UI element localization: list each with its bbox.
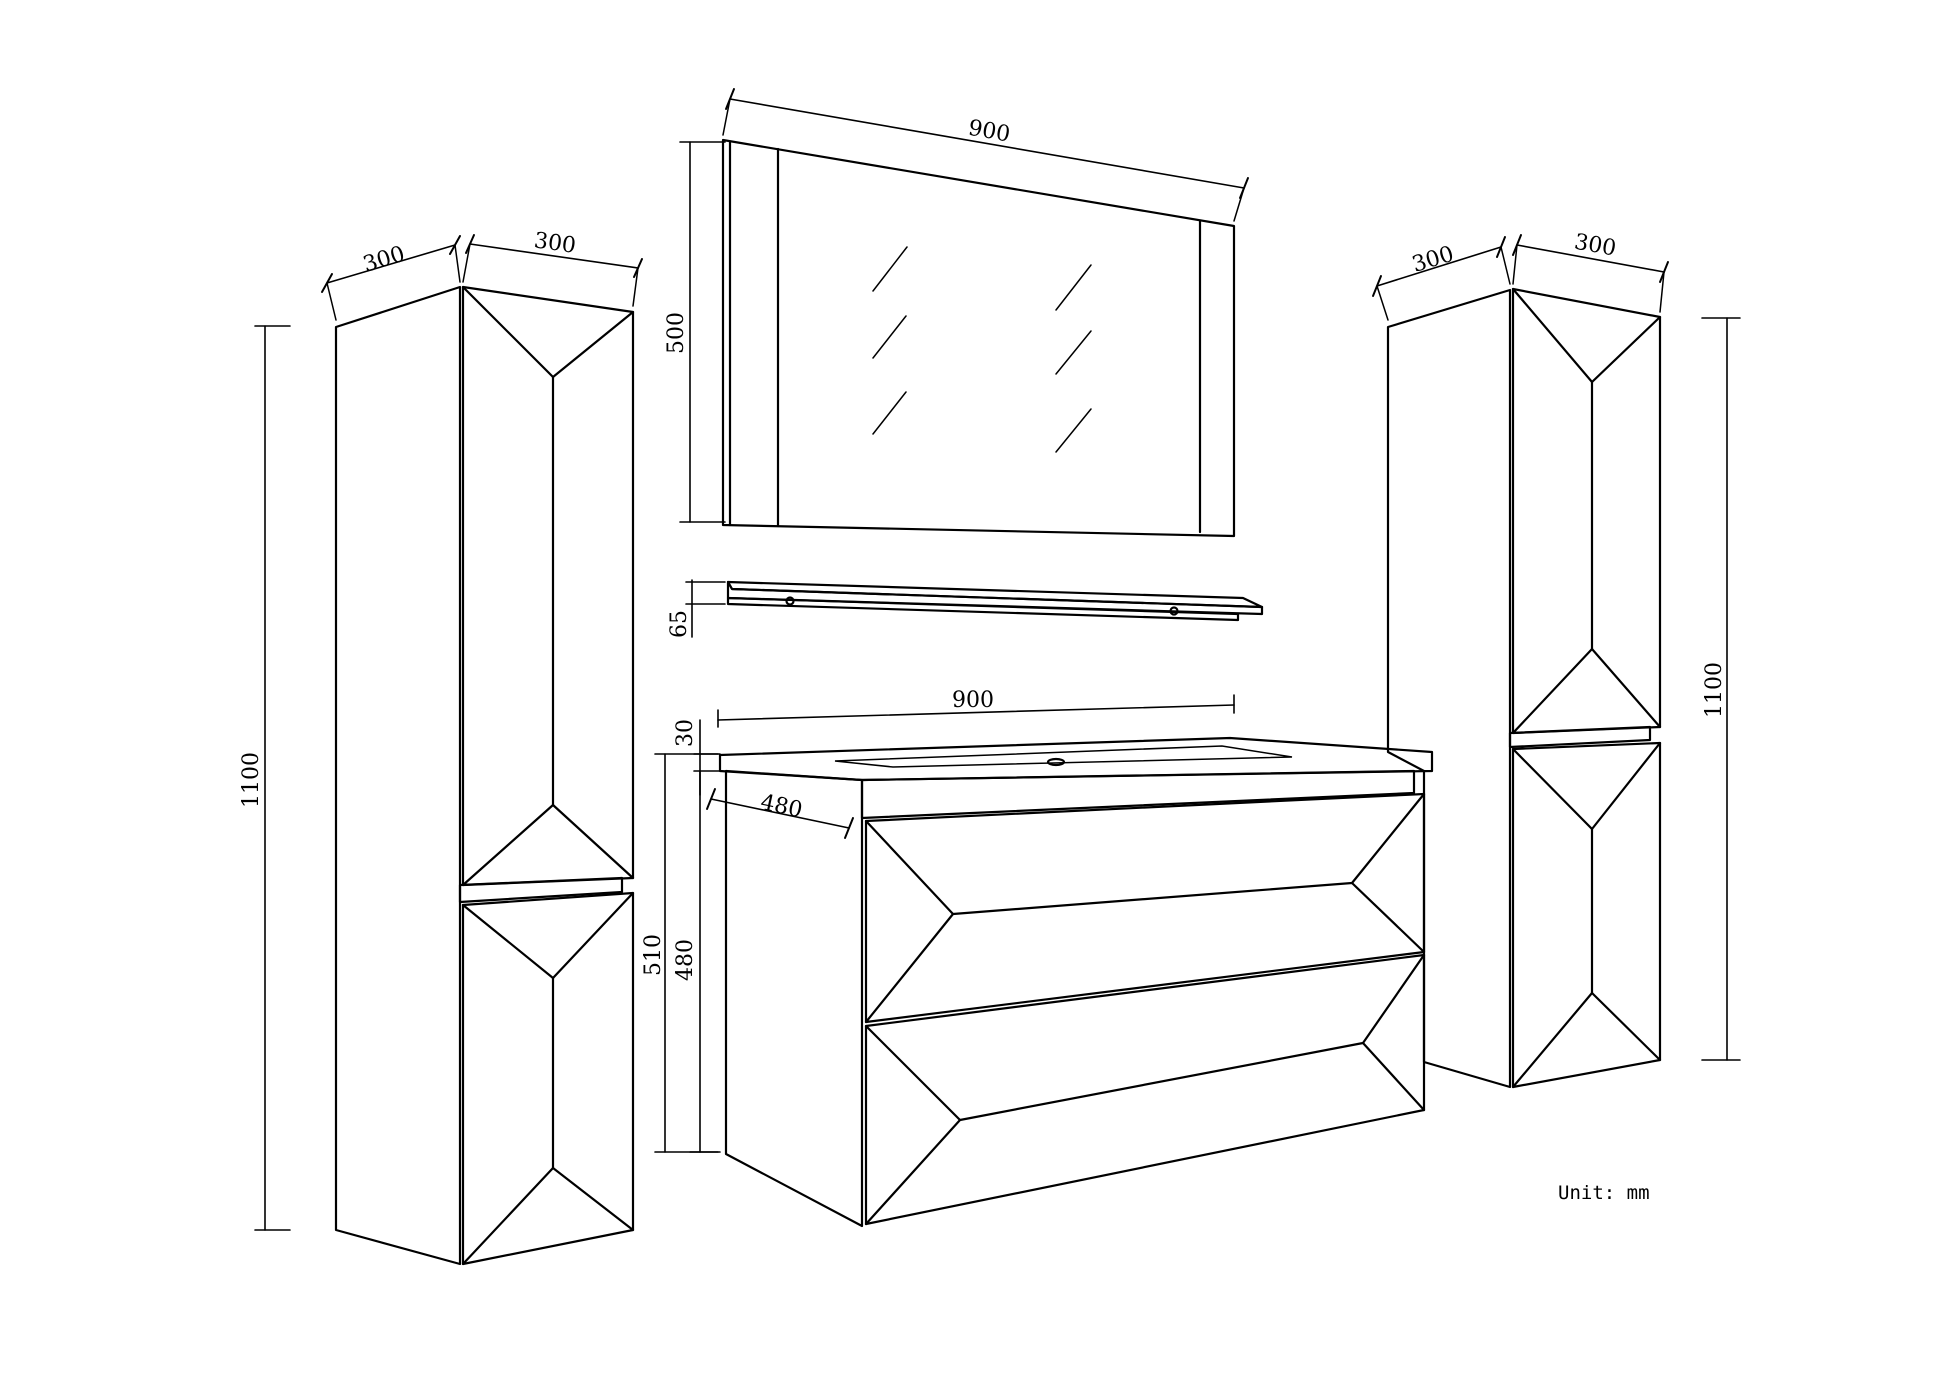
right-cabinet-width-dimension: 300 bbox=[1512, 230, 1669, 313]
basin-thickness-dimension: 30 bbox=[673, 719, 721, 796]
shelf-bracket bbox=[726, 596, 1240, 622]
basin-countertop bbox=[718, 736, 1434, 782]
glass-shelf bbox=[726, 580, 1264, 622]
right-cabinet-depth-dimension: 300 bbox=[1372, 236, 1511, 321]
right-cabinet-depth-label: 300 bbox=[1409, 242, 1456, 278]
mirror-height-label: 500 bbox=[664, 312, 689, 354]
left-cabinet-lower-door bbox=[461, 891, 635, 1266]
right-cabinet-upper-door bbox=[1511, 287, 1662, 735]
basin-width-label: 900 bbox=[952, 688, 994, 713]
right-cabinet-side-panel bbox=[1386, 288, 1512, 1089]
left-cabinet-depth-label: 300 bbox=[360, 242, 407, 278]
mirror bbox=[721, 138, 1236, 538]
mirror-reflection-marks bbox=[872, 246, 1092, 453]
vanity-total-height-dimension: 510 bbox=[641, 753, 719, 1153]
left-cabinet-side-panel bbox=[334, 285, 462, 1266]
vanity-upper-drawer-bevel bbox=[864, 792, 1426, 1024]
right-cabinet-gap-plinth bbox=[1508, 725, 1652, 749]
right-tall-cabinet bbox=[1386, 287, 1662, 1089]
mirror-height-dimension: 500 bbox=[664, 141, 726, 523]
right-cabinet-height-label: 1100 bbox=[1702, 662, 1727, 718]
vanity-total-height-label: 510 bbox=[641, 934, 666, 976]
vanity-unit bbox=[718, 736, 1434, 1228]
basin-drain bbox=[1046, 757, 1066, 767]
vanity-side-panel bbox=[724, 769, 864, 1228]
right-cabinet-height-dimension: 1100 bbox=[1701, 317, 1741, 1061]
shelf-height-label: 65 bbox=[667, 610, 692, 638]
left-cabinet-width-label: 300 bbox=[532, 228, 577, 259]
left-cabinet-width-dimension: 300 bbox=[462, 228, 643, 307]
right-cabinet-lower-door bbox=[1511, 741, 1662, 1089]
left-cabinet-height-dimension: 1100 bbox=[239, 325, 291, 1231]
vanity-upper-drawer-front bbox=[864, 792, 1426, 1024]
left-cabinet-upper-door-bevel bbox=[461, 285, 635, 887]
basin-bowl bbox=[834, 745, 1293, 768]
basin-width-dimension: 900 bbox=[717, 688, 1235, 728]
left-cabinet-depth-dimension: 300 bbox=[321, 235, 461, 321]
mirror-width-dimension: 900 bbox=[722, 88, 1249, 222]
mirror-frame bbox=[721, 138, 1236, 538]
vanity-depth-label: 480 bbox=[758, 790, 804, 823]
shelf-front-edge bbox=[726, 580, 1264, 616]
shelf-screw-left bbox=[785, 596, 795, 606]
right-cabinet-upper-door-bevel bbox=[1511, 287, 1662, 735]
left-cabinet-lower-door-bevel bbox=[461, 891, 635, 1266]
vanity-body-height-dimension: 480 bbox=[673, 770, 721, 1153]
unit-note: Unit: mm bbox=[1558, 1182, 1650, 1204]
basin-thickness-label: 30 bbox=[673, 719, 698, 747]
left-cabinet-height-label: 1100 bbox=[239, 752, 264, 808]
mirror-width-label: 900 bbox=[966, 116, 1012, 148]
left-cabinet-gap-plinth bbox=[458, 876, 624, 904]
vanity-lower-drawer-bevel bbox=[864, 953, 1426, 1226]
vanity-body-height-label: 480 bbox=[673, 939, 698, 981]
left-cabinet-upper-door bbox=[461, 285, 635, 887]
right-cabinet-lower-door-bevel bbox=[1511, 741, 1662, 1089]
vanity-top-rail bbox=[860, 769, 1416, 820]
vanity-lower-drawer-front bbox=[864, 953, 1426, 1226]
left-tall-cabinet bbox=[334, 285, 635, 1266]
shelf-height-dimension: 65 bbox=[667, 579, 726, 638]
vanity-depth-dimension: 480 bbox=[706, 788, 854, 839]
shelf-screw-right bbox=[1169, 606, 1179, 616]
